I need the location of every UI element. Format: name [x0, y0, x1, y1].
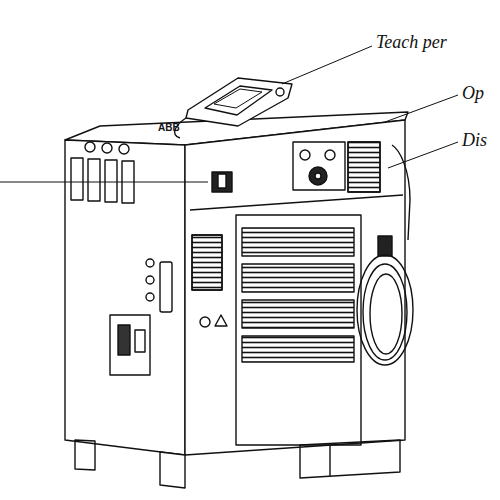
- brand-logo: ABB: [158, 122, 180, 133]
- part-label: Teach per: [376, 32, 447, 52]
- part-label: Op: [462, 83, 484, 103]
- part-label: Dis: [462, 130, 487, 150]
